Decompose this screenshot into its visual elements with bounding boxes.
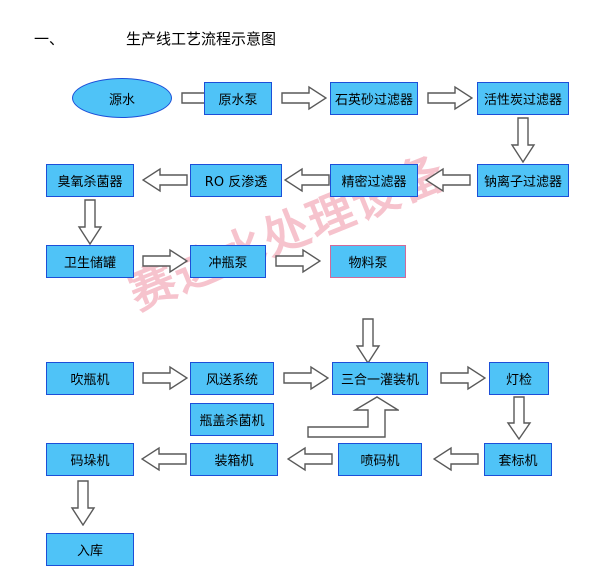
- arrow-down-carbon-to-sodium: [510, 117, 536, 163]
- node-activated-carbon-filter[interactable]: 活性炭过滤器: [477, 82, 569, 115]
- arrow-left-case-packer-to-palletizer: [141, 446, 187, 472]
- arrow-down-lamp-to-labeling: [506, 396, 532, 440]
- arrow-right-tank-to-rinse-pump: [142, 248, 188, 274]
- watermark-text: 赛达水处理设备: [121, 144, 454, 321]
- node-source-water[interactable]: 源水: [72, 78, 172, 118]
- arrow-right-blowing-to-air-conveying: [142, 365, 188, 391]
- node-ro-reverse-osmosis[interactable]: RO 反渗透: [190, 164, 282, 197]
- node-material-pump[interactable]: 物料泵: [330, 245, 406, 278]
- arrow-left-precision-to-ro: [284, 167, 330, 193]
- node-palletizer[interactable]: 码垛机: [46, 443, 134, 476]
- arrow-right-raw-pump-to-quartz: [281, 85, 327, 111]
- node-three-in-one-filling-machine[interactable]: 三合一灌装机: [332, 362, 428, 395]
- node-sodium-ion-filter[interactable]: 钠离子过滤器: [477, 164, 569, 197]
- arrow-left-sodium-to-precision: [425, 167, 471, 193]
- node-labeling-machine[interactable]: 套标机: [484, 443, 552, 476]
- arrow-left-ro-to-ozone: [142, 167, 188, 193]
- title-text: 生产线工艺流程示意图: [126, 30, 277, 48]
- node-lamp-inspection[interactable]: 灯检: [489, 362, 549, 395]
- arrow-right-filler-to-lamp-inspection: [440, 365, 486, 391]
- node-case-packer[interactable]: 装箱机: [190, 443, 278, 476]
- arrow-down-material-to-filler: [355, 318, 381, 364]
- arrow-left-inkjet-to-case-packer: [287, 446, 333, 472]
- arrow-right-rinse-to-material-pump: [275, 248, 321, 274]
- node-inkjet-printer[interactable]: 喷码机: [338, 443, 422, 476]
- node-ozone-sterilizer[interactable]: 臭氧杀菌器: [46, 164, 134, 197]
- arrow-elbow-up-cap-sterilizer-to-filler: [307, 396, 399, 440]
- page-title: 一、 生产线工艺流程示意图: [34, 28, 276, 49]
- node-cap-sterilizer[interactable]: 瓶盖杀菌机: [190, 403, 274, 436]
- arrow-left-labeling-to-inkjet: [433, 446, 479, 472]
- arrow-down-palletizer-to-warehouse: [70, 480, 96, 526]
- node-air-conveying-system[interactable]: 风送系统: [190, 362, 274, 395]
- node-bottle-rinsing-pump[interactable]: 冲瓶泵: [190, 245, 266, 278]
- node-raw-water-pump[interactable]: 原水泵: [204, 82, 272, 115]
- arrow-right-quartz-to-carbon: [427, 85, 473, 111]
- node-precision-filter[interactable]: 精密过滤器: [330, 164, 418, 197]
- title-number: 一、: [34, 30, 65, 48]
- node-quartz-sand-filter[interactable]: 石英砂过滤器: [330, 82, 418, 115]
- node-warehouse-in[interactable]: 入库: [46, 533, 134, 566]
- arrow-right-air-conveying-to-filler: [283, 365, 329, 391]
- node-bottle-blowing-machine[interactable]: 吹瓶机: [46, 362, 134, 395]
- arrow-down-ozone-to-tank: [77, 199, 103, 245]
- node-sanitary-storage-tank[interactable]: 卫生储罐: [46, 245, 134, 278]
